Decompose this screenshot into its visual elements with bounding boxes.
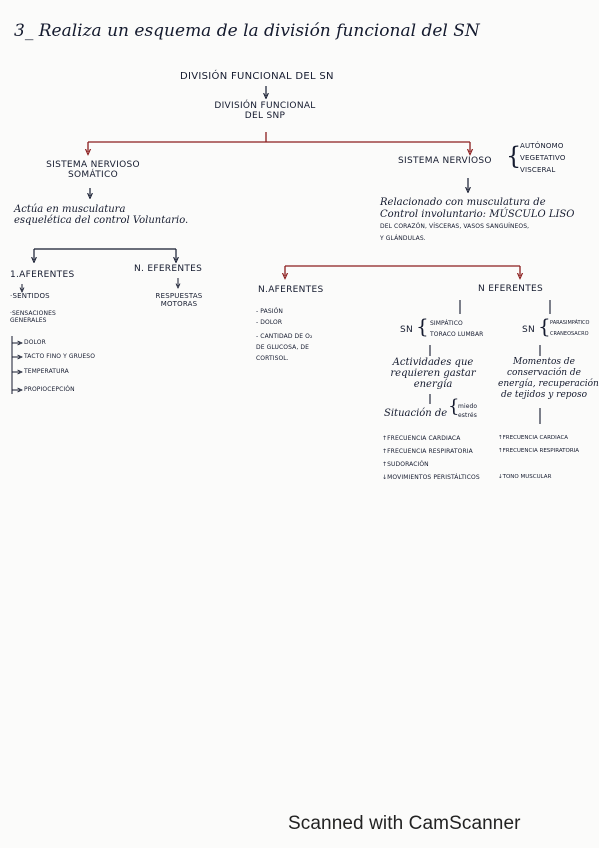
- para-description: Momentos de conservación de energía, rec…: [498, 357, 599, 400]
- scanner-watermark: Scanned with CamScanner: [288, 813, 521, 834]
- para-effects: ↑FRECUENCIA CARDIACA ↑FRECUENCIA RESPIRA…: [498, 435, 580, 480]
- autonomic-description: Relacionado con musculatura de Control i…: [380, 197, 575, 242]
- somatic-description: Actúa en musculatura esquelética del con…: [14, 204, 189, 226]
- somatic-title: SISTEMA NERVIOSO SOMÁTICO: [46, 160, 140, 180]
- symp-description: Actividades que requieren gastar energía: [390, 357, 476, 390]
- autonomic-efferent-title: N EFERENTES: [478, 284, 544, 294]
- sensation-item: TEMPERATURA: [24, 368, 69, 375]
- root-node: DIVISIÓN FUNCIONAL DEL SN: [180, 71, 334, 82]
- sensation-item: DOLOR: [24, 339, 46, 346]
- para-branch: PARASIMPÁTICO CRANEOSACRO: [550, 320, 590, 337]
- symp-effects: ↑FRECUENCIA CARDIACA ↑FRECUENCIA RESPIRA…: [382, 435, 480, 481]
- autonomic-afferent-list: - PASIÓN - DOLOR - CANTIDAD DE O₂ DE GLU…: [256, 308, 313, 362]
- page-title: 3_ Realiza un esquema de la división fun…: [14, 21, 480, 41]
- somatic-afferent-title: 1.AFERENTES: [10, 270, 75, 280]
- sensation-item: PROPIOCEPCIÓN: [24, 386, 75, 393]
- somatic-efferent-desc: RESPUESTAS MOTORAS: [155, 292, 203, 308]
- autonomic-aliases: AUTÓNOMO VEGETATIVO VISCERAL: [520, 142, 566, 174]
- autonomic-title: SISTEMA NERVIOSO: [398, 156, 492, 166]
- symp-prefix: SN: [400, 325, 414, 335]
- somatic-sensations-title: ·SENSACIONES GENERALES: [10, 310, 56, 324]
- para-prefix: SN: [522, 325, 536, 335]
- sensation-item: TACTO FINO Y GRUESO: [24, 353, 96, 360]
- somatic-afferent-item: ·SENTIDOS: [10, 292, 50, 300]
- symp-branch: SIMPÁTICO TORACO LUMBAR: [430, 320, 484, 338]
- somatic-efferent-title: N. EFERENTES: [134, 264, 203, 274]
- alias-brace: {: [506, 142, 522, 170]
- symp-situation-list: miedo estrés: [458, 403, 478, 419]
- sub-node: DIVISIÓN FUNCIONAL DEL SNP: [214, 101, 316, 121]
- symp-situation: Situación de: [384, 408, 448, 419]
- autonomic-afferent-title: N.AFERENTES: [258, 285, 324, 295]
